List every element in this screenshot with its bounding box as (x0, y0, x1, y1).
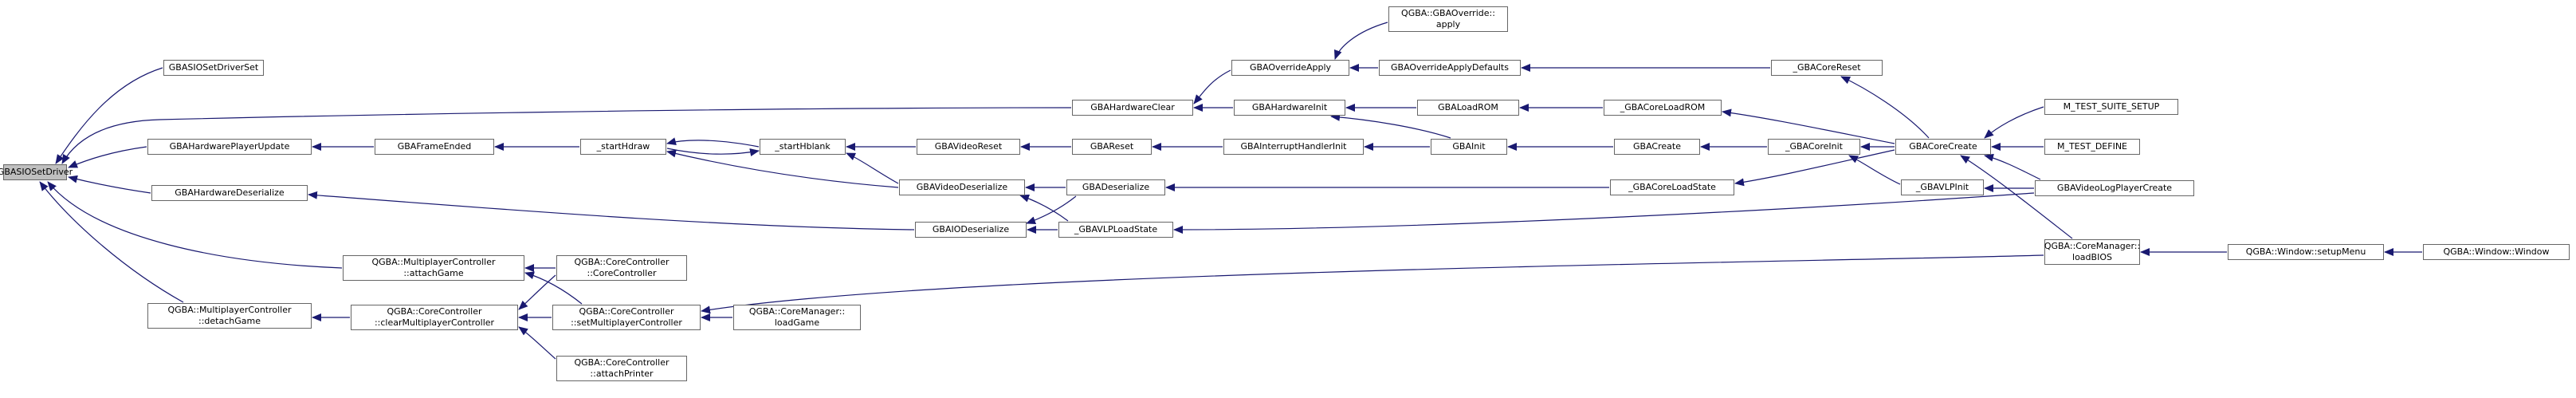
node-corecontroller-corecontroller[interactable]: QGBA::CoreController ::CoreController (556, 255, 687, 281)
edge-hwclear-to-root (61, 107, 1072, 164)
edge-cm-loadbios-to-cc-setmp (701, 254, 2044, 314)
node-m-test-define[interactable]: M_TEST_DEFINE (2044, 139, 2140, 155)
edge-corecreate-to-core-loadstate (1734, 149, 1895, 187)
edge-siosetdriverset-to-root (55, 67, 163, 164)
node-corecontroller-clearmultiplayercontroller[interactable]: QGBA::CoreController ::clearMultiplayerC… (351, 305, 518, 330)
node-gbainterrupthandlerinit[interactable]: GBAInterruptHandlerInit (1223, 139, 1364, 155)
node-gbahardwareinit[interactable]: GBAHardwareInit (1234, 100, 1345, 116)
edge-cm-loadbios-to-corecreate (1960, 155, 2073, 239)
node-gbahardwaredeserialize[interactable]: GBAHardwareDeserialize (151, 185, 308, 201)
node-gbaloadrom[interactable]: GBALoadROM (1417, 100, 1519, 116)
node-window-window[interactable]: QGBA::Window::Window (2423, 244, 2570, 260)
node-coremanager-loadbios[interactable]: QGBA::CoreManager:: loadBIOS (2044, 239, 2140, 265)
edge-deserialize-to-iodeserialize (1026, 195, 1077, 224)
edge-suite-setup-to-corecreate (1984, 106, 2044, 139)
node-gbaoverrideapplydefaults[interactable]: GBAOverrideApplyDefaults (1379, 60, 1521, 76)
node-m-test-suite-setup[interactable]: M_TEST_SUITE_SETUP (2044, 99, 2178, 115)
node-gbareset[interactable]: GBAReset (1072, 139, 1152, 155)
edge-mp-detach-to-root (39, 181, 184, 303)
node-starthdraw[interactable]: _startHdraw (580, 139, 666, 155)
edge-videologplayer-to-vlploadstate (1173, 192, 2035, 234)
node-gbacreate[interactable]: GBACreate (1614, 139, 1700, 155)
node-multiplayercontroller-detachgame[interactable]: QGBA::MultiplayerController ::detachGame (147, 303, 312, 329)
edge-hwplayerupdate-to-root (68, 146, 147, 168)
edge-go-apply-to-override-apply (1334, 22, 1388, 60)
edge-starthblank-to-starthdraw-a (666, 137, 760, 148)
node-gbacoreloadrom[interactable]: _GBACoreLoadROM (1604, 100, 1722, 116)
edge-videodeserialize-to-starthblank (846, 152, 899, 184)
node-starthblank[interactable]: _startHblank (760, 139, 846, 155)
node-gbaoverride-apply[interactable]: QGBA::GBAOverride:: apply (1388, 6, 1508, 32)
edge-mp-attach-to-root (47, 181, 343, 269)
node-corecontroller-setmultiplayercontroller[interactable]: QGBA::CoreController ::setMultiplayerCon… (552, 305, 701, 330)
edge-iodeserialize-to-hwdeserialize (308, 191, 915, 231)
node-gbacorereset[interactable]: _GBACoreReset (1771, 60, 1883, 76)
edge-cc-printer-to-cc-clearmp (518, 326, 556, 360)
node-gbasiosetdriverset[interactable]: GBASIOSetDriverSet (163, 60, 264, 76)
node-gbasiosetdriver: GBASIOSetDriver (0, 164, 73, 180)
node-corecontroller-attachprinter[interactable]: QGBA::CoreController ::attachPrinter (556, 356, 687, 381)
node-gbainit[interactable]: GBAInit (1431, 139, 1507, 155)
node-gbadeserialize[interactable]: GBADeserialize (1066, 179, 1165, 195)
node-gbaframeended[interactable]: GBAFrameEnded (375, 139, 494, 155)
edge-starthdraw-to-starthblank-b (666, 148, 760, 156)
edge-videologplayer-to-corecreate (1984, 153, 2041, 180)
edge-cc-setmp-to-mp-attach (524, 271, 583, 305)
node-gbacoreinit[interactable]: _GBACoreInit (1768, 139, 1860, 155)
node-gbavlpinit[interactable]: _GBAVLPInit (1901, 179, 1984, 195)
edge-init-to-hwinit (1330, 112, 1451, 139)
node-gbaiodeserialize[interactable]: GBAIODeserialize (915, 222, 1027, 238)
node-gbacorecreate[interactable]: GBACoreCreate (1895, 139, 1991, 155)
node-gbavideoreset[interactable]: GBAVideoReset (917, 139, 1020, 155)
edge-corecreate-to-core-reset (1840, 76, 1930, 139)
edge-hwdeserialize-to-root (68, 175, 151, 194)
edge-corecreate-to-core-loadrom (1722, 108, 1895, 144)
node-gbacoreloadstate[interactable]: _GBACoreLoadState (1610, 179, 1734, 195)
node-gbaoverrideapply[interactable]: GBAOverrideApply (1231, 60, 1349, 76)
edge-vlploadstate-to-videodeserialize (1019, 194, 1069, 222)
edge-videodeserialize-to-starthdraw (666, 149, 899, 188)
node-gbavideologplayercreate[interactable]: GBAVideoLogPlayerCreate (2035, 180, 2194, 196)
node-gbahardwareclear[interactable]: GBAHardwareClear (1072, 100, 1193, 116)
node-gbahardwareplayerupdate[interactable]: GBAHardwarePlayerUpdate (147, 139, 312, 155)
node-coremanager-loadgame[interactable]: QGBA::CoreManager:: loadGame (733, 305, 861, 330)
edge-override-apply-to-hwclear (1193, 69, 1231, 104)
node-window-setupmenu[interactable]: QGBA::Window::setupMenu (2228, 244, 2384, 260)
node-gbavlploadstate[interactable]: _GBAVLPLoadState (1058, 222, 1173, 238)
edge-cc-ctor-to-cc-clearmp (518, 274, 556, 310)
node-multiplayercontroller-attachgame[interactable]: QGBA::MultiplayerController ::attachGame (343, 255, 524, 281)
edge-vlpinit-to-core-init (1848, 155, 1901, 185)
node-gbavideodeserialize[interactable]: GBAVideoDeserialize (899, 179, 1025, 195)
